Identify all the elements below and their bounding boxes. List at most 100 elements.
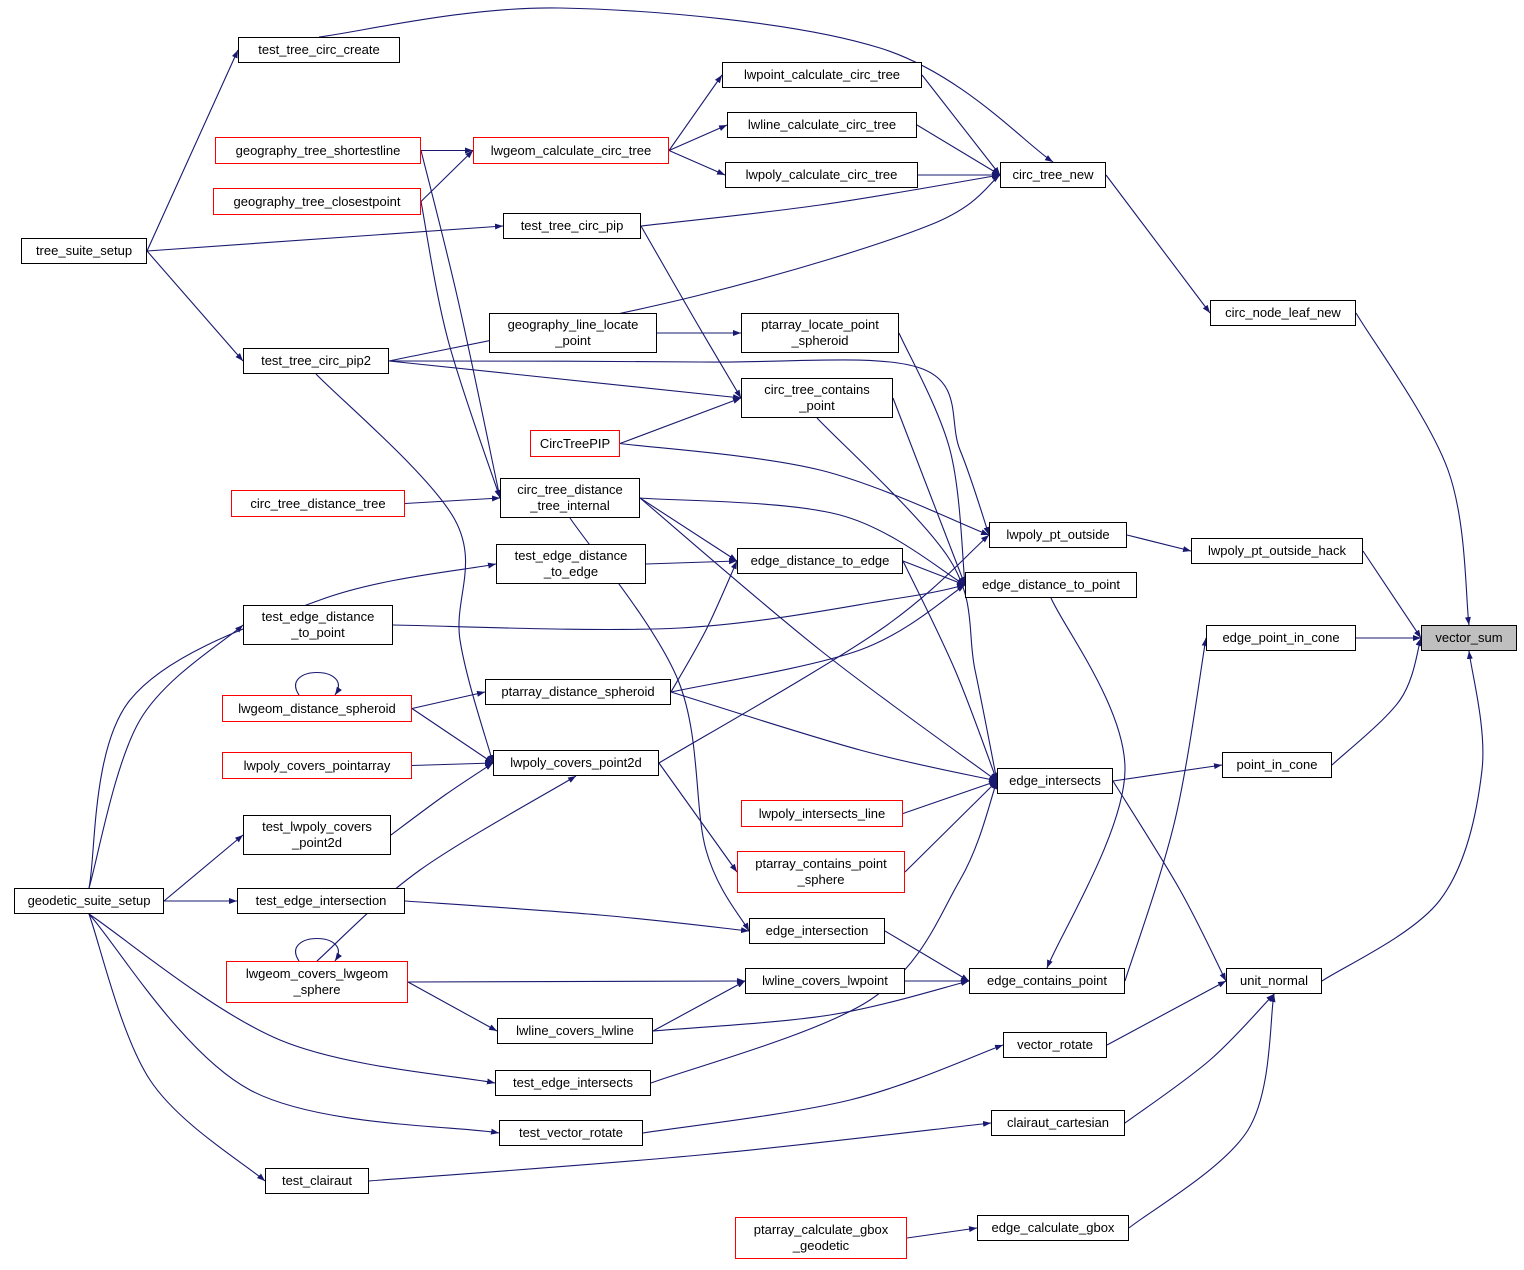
node-test_lwpoly_covers_point2d[interactable]: test_lwpoly_covers_point2d [243,815,391,855]
node-circ_node_leaf_new[interactable]: circ_node_leaf_new [1210,300,1356,326]
edge-CircTreePIP-to-lwpoly_pt_outside [619,442,990,536]
node-lwline_covers_lwline[interactable]: lwline_covers_lwline [497,1018,653,1044]
node-test_vector_rotate[interactable]: test_vector_rotate [499,1120,643,1146]
edge-tree_suite_setup-to-test_tree_circ_create [146,49,239,252]
node-label: lwpoint_calculate_circ_tree [743,67,901,83]
node-label: test_edge_intersects [513,1075,633,1091]
node-ptarray_locate_point_spheroid[interactable]: ptarray_locate_point_spheroid [741,313,899,353]
edge-circ_tree_distance_tree_internal-to-edge_distance_to_point [639,497,966,586]
edge-lwgeom_distance_spheroid-to-lwpoly_covers_point2d [411,708,494,764]
node-circ_tree_distance_tree_internal[interactable]: circ_tree_distance_tree_internal [500,478,640,518]
edge-geodetic_suite_setup-to-test_edge_intersects [88,913,496,1085]
edge-test_tree_circ_create-to-circ_tree_new [318,7,1054,163]
node-vector_rotate[interactable]: vector_rotate [1003,1032,1107,1058]
node-edge_calculate_gbox[interactable]: edge_calculate_gbox [977,1215,1129,1241]
node-test_tree_circ_pip[interactable]: test_tree_circ_pip [503,213,641,239]
edge-ptarray_distance_spheroid-to-edge_distance_to_edge [670,560,738,693]
edge-geodetic_suite_setup-to-test_clairaut [88,913,266,1182]
node-ptarray_distance_spheroid[interactable]: ptarray_distance_spheroid [485,679,671,705]
node-clairaut_cartesian[interactable]: clairaut_cartesian [991,1110,1125,1136]
node-ptarray_contains_point_sphere[interactable]: ptarray_contains_point_sphere [737,851,905,893]
edge-geodetic_suite_setup-to-test_edge_distance_to_edge [88,562,497,889]
node-lwline_covers_lwpoint[interactable]: lwline_covers_lwpoint [745,968,905,994]
node-lwgeom_distance_spheroid[interactable]: lwgeom_distance_spheroid [222,695,412,722]
node-test_edge_intersects[interactable]: test_edge_intersects [495,1070,651,1096]
node-unit_normal[interactable]: unit_normal [1226,968,1322,994]
node-label: lwpoly_pt_outside_hack [1207,543,1347,559]
node-tree_suite_setup[interactable]: tree_suite_setup [21,238,147,264]
node-CircTreePIP[interactable]: CircTreePIP [530,430,620,457]
node-test_edge_distance_to_edge[interactable]: test_edge_distance_to_edge [496,544,646,584]
node-lwpoly_pt_outside_hack[interactable]: lwpoly_pt_outside_hack [1191,538,1363,564]
node-label: _geodetic [792,1238,850,1253]
node-label: _to_point [291,625,345,640]
node-label: ptarray_calculate_gbox [753,1222,889,1238]
edge-lwline_covers_lwline-to-edge_contains_point [652,979,970,1032]
node-label: geography_tree_closestpoint [233,193,401,209]
edge-circ_tree_contains_point-to-edge_intersects [816,417,999,782]
node-lwpoly_covers_point2d[interactable]: lwpoly_covers_point2d [493,750,659,776]
node-circ_tree_new[interactable]: circ_tree_new [1000,162,1106,188]
node-lwpoint_calculate_circ_tree[interactable]: lwpoint_calculate_circ_tree [722,62,922,88]
node-edge_point_in_cone[interactable]: edge_point_in_cone [1206,625,1356,651]
edge-CircTreePIP-to-circ_tree_contains_point [619,397,742,445]
node-label: geography_tree_shortestline [235,142,401,158]
node-label: vector_rotate [1017,1037,1093,1053]
node-test_edge_distance_to_point[interactable]: test_edge_distance_to_point [243,605,393,645]
node-label: _point [799,398,835,413]
edge-lwpoly_intersects_line-to-edge_intersects [902,780,998,815]
node-label: vector_sum [1435,630,1503,646]
node-vector_sum[interactable]: vector_sum [1421,625,1517,651]
node-lwline_calculate_circ_tree[interactable]: lwline_calculate_circ_tree [727,112,917,138]
node-label: test_tree_circ_pip [520,218,624,234]
node-label: circ_tree_distance_tree [250,495,386,511]
edge-circ_tree_new-to-circ_node_leaf_new [1105,174,1211,314]
node-geodetic_suite_setup[interactable]: geodetic_suite_setup [14,888,164,914]
node-edge_contains_point[interactable]: edge_contains_point [969,968,1125,994]
edge-lwgeom_calculate_circ_tree-to-lwline_calculate_circ_tree [668,124,728,152]
node-point_in_cone[interactable]: point_in_cone [1222,752,1332,778]
edge-circ_node_leaf_new-to-vector_sum [1355,312,1471,626]
node-ptarray_calculate_gbox_geodetic[interactable]: ptarray_calculate_gbox_geodetic [735,1217,907,1259]
node-edge_distance_to_point[interactable]: edge_distance_to_point [965,572,1137,598]
node-lwpoly_intersects_line[interactable]: lwpoly_intersects_line [741,800,903,827]
node-label: lwpoly_covers_point2d [510,755,642,771]
node-geography_tree_closestpoint[interactable]: geography_tree_closestpoint [213,188,421,215]
node-edge_intersection[interactable]: edge_intersection [749,918,885,944]
node-circ_tree_contains_point[interactable]: circ_tree_contains_point [741,378,893,418]
node-lwpoly_pt_outside[interactable]: lwpoly_pt_outside [989,522,1127,548]
node-test_clairaut[interactable]: test_clairaut [265,1168,369,1194]
node-lwgeom_calculate_circ_tree[interactable]: lwgeom_calculate_circ_tree [473,137,669,164]
edge-circ_tree_distance_tree_internal-to-edge_distance_to_edge [639,497,738,562]
node-label: edge_distance_to_edge [750,553,890,569]
node-label: circ_tree_distance [517,482,623,498]
node-label: circ_tree_new [1012,167,1094,183]
node-lwgeom_covers_lwgeom_sphere[interactable]: lwgeom_covers_lwgeom_sphere [226,961,408,1003]
node-label: lwline_covers_lwpoint [762,973,888,989]
edge-test_edge_intersection-to-edge_intersection [404,900,750,934]
node-test_edge_intersection[interactable]: test_edge_intersection [237,888,405,914]
node-label: _spheroid [791,333,849,348]
node-label: ptarray_contains_point [755,856,887,872]
node-lwpoly_calculate_circ_tree[interactable]: lwpoly_calculate_circ_tree [725,162,918,188]
edge-edge_intersection-to-edge_contains_point [884,930,970,982]
node-label: tree_suite_setup [35,243,133,259]
node-edge_distance_to_edge[interactable]: edge_distance_to_edge [737,548,903,574]
node-test_tree_circ_create[interactable]: test_tree_circ_create [238,37,400,63]
node-lwpoly_covers_pointarray[interactable]: lwpoly_covers_pointarray [222,752,412,779]
node-geography_line_locate_point[interactable]: geography_line_locate_point [489,313,657,353]
edge-geodetic_suite_setup-to-test_edge_distance_to_point [88,624,244,889]
node-label: edge_intersects [1009,773,1101,789]
edge-lwgeom_distance_spheroid-self [295,672,342,696]
node-circ_tree_distance_tree[interactable]: circ_tree_distance_tree [231,490,405,517]
edge-lwpoint_calculate_circ_tree-to-circ_tree_new [921,74,1001,176]
node-edge_intersects[interactable]: edge_intersects [997,768,1113,794]
edge-test_edge_intersects-to-edge_intersects [650,780,998,1084]
node-label: _sphere [293,982,341,997]
edge-circ_tree_contains_point-to-edge_distance_to_point [892,397,966,586]
edge-ptarray_calculate_gbox_geodetic-to-edge_calculate_gbox [906,1226,978,1239]
node-test_tree_circ_pip2[interactable]: test_tree_circ_pip2 [243,348,389,374]
edge-clairaut_cartesian-to-unit_normal [1124,993,1275,1124]
node-geography_tree_shortestline[interactable]: geography_tree_shortestline [215,137,421,164]
